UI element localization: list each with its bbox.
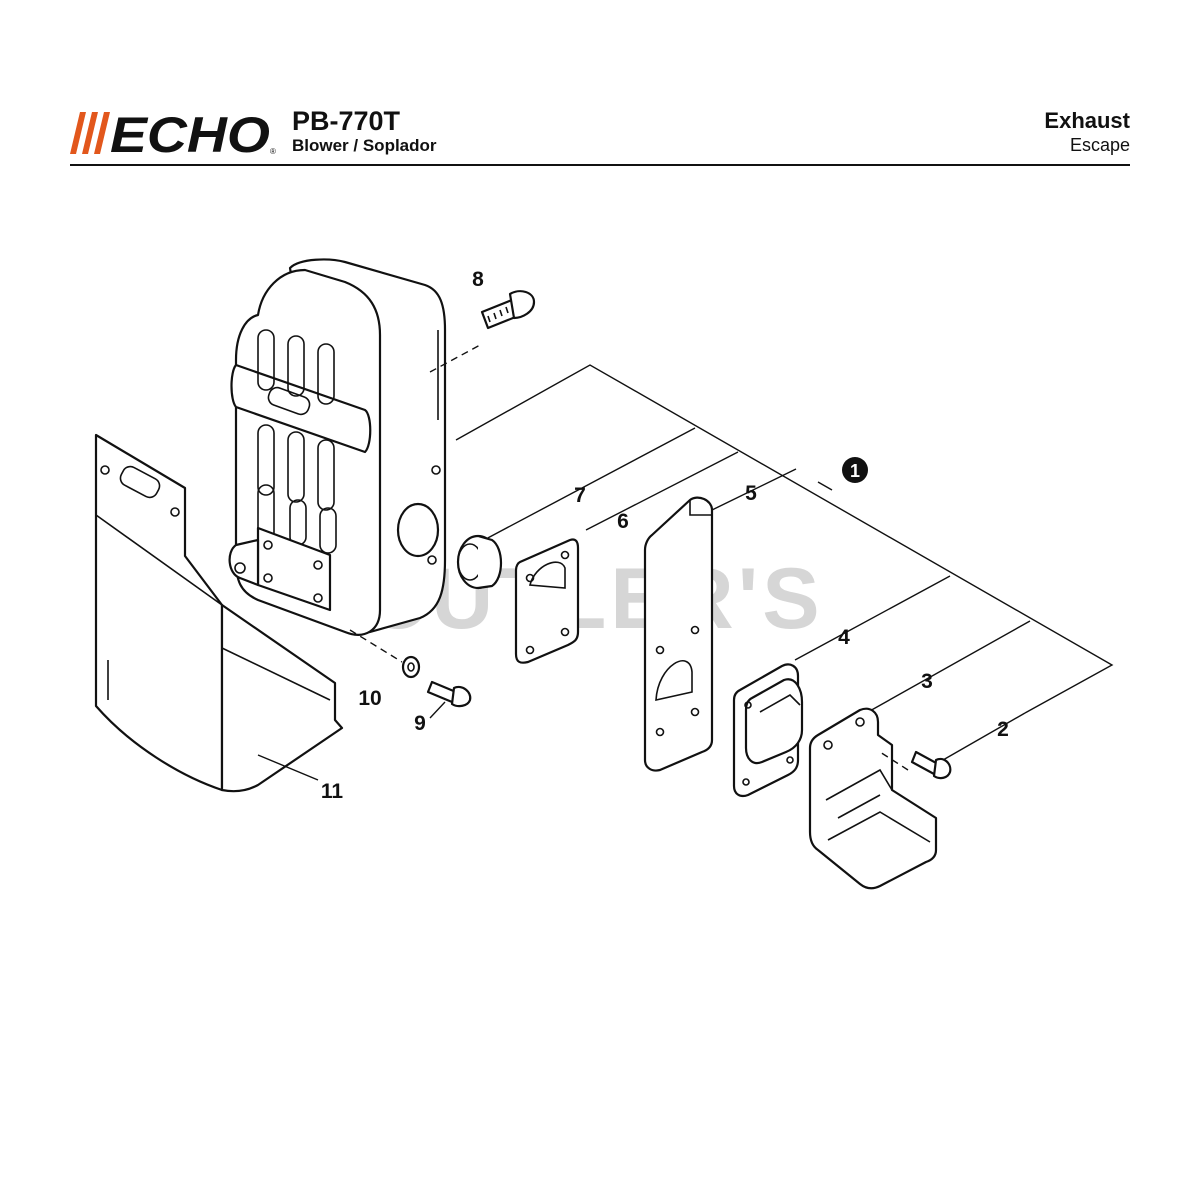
callout-11: 11 <box>321 780 344 803</box>
part-3-cover <box>808 707 938 890</box>
callout-1-label: 1 <box>850 461 860 481</box>
product-subtitle: Blower / Soplador <box>292 136 437 155</box>
callout-7: 7 <box>574 484 586 507</box>
assembly-bracket <box>455 364 1114 761</box>
callout-8: 8 <box>472 268 484 291</box>
part-11-heat-shield <box>94 433 344 793</box>
callout-5: 5 <box>745 482 757 505</box>
section-title: Exhaust <box>1044 108 1130 133</box>
callout-assembly-1: 1 <box>842 457 868 483</box>
callout-3: 3 <box>921 670 933 693</box>
header: ECHO ® PB-770T Blower / Soplador Exhaust… <box>0 0 1200 175</box>
part-4-deflector <box>732 663 804 798</box>
echo-logo: ECHO ® <box>70 110 276 156</box>
leader-9 <box>429 701 446 719</box>
muffler-body <box>228 258 447 636</box>
registered-mark: ® <box>270 147 276 156</box>
callout-10: 10 <box>358 687 381 710</box>
part-2-screw <box>879 750 952 780</box>
part-10-washer <box>349 629 421 679</box>
callout-4: 4 <box>838 626 850 649</box>
logo-stripes <box>70 112 110 154</box>
echo-logo-wordmark: ECHO <box>110 110 270 156</box>
callout-2: 2 <box>997 718 1009 741</box>
callout-6: 6 <box>617 510 629 533</box>
part-8-bolt <box>429 290 536 373</box>
header-rule <box>70 164 1130 166</box>
callout-9: 9 <box>414 712 426 735</box>
part-6-gasket <box>514 538 580 664</box>
section-subtitle: Escape <box>1069 135 1130 155</box>
part-5-plate <box>643 496 714 772</box>
model-number: PB-770T <box>292 106 401 136</box>
leader-11 <box>257 754 319 781</box>
part-9-bolt <box>426 680 472 708</box>
part-7-ring <box>456 534 503 590</box>
